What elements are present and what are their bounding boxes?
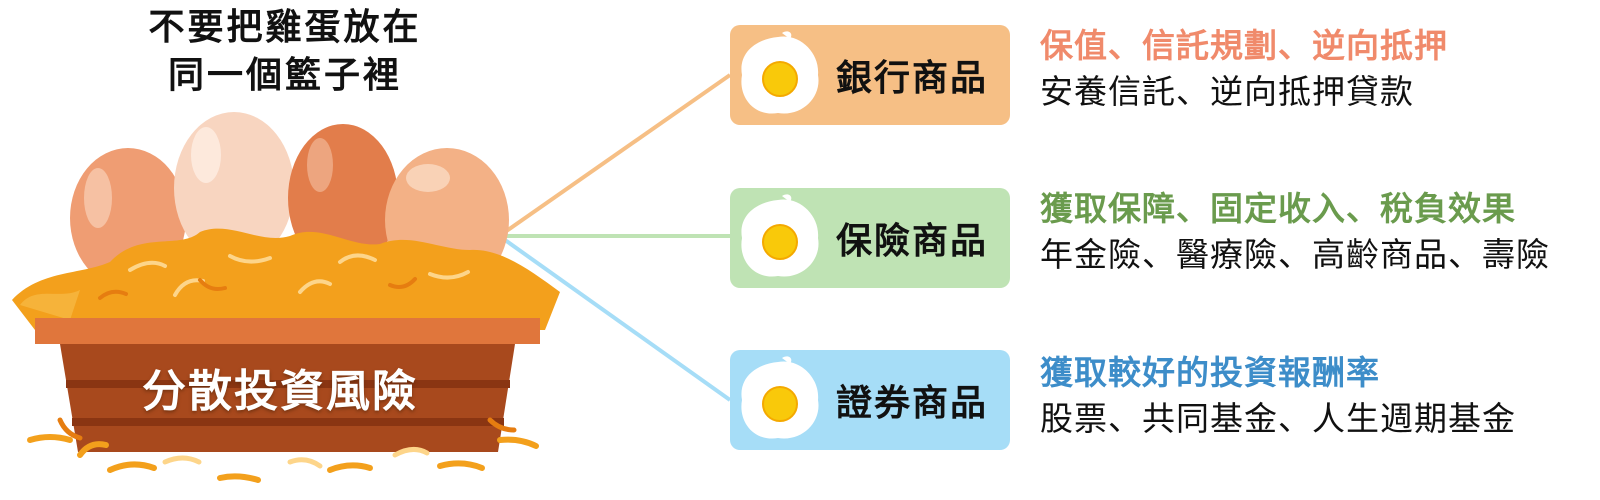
straw-filling-icon (12, 228, 560, 330)
basket-label: 分散投資風險 (142, 366, 418, 417)
benefit-text-insurance: 獲取保障、固定收入、稅負效果 (1040, 189, 1516, 228)
category-description-insurance: 獲取保障、固定收入、稅負效果 年金險、醫療險、高齡商品、壽險 (1040, 186, 1550, 278)
products-text-securities: 股票、共同基金、人生週期基金 (1040, 399, 1516, 438)
category-label-securities: 證券商品 (836, 383, 989, 424)
connector-line-bank (503, 73, 732, 234)
category-description-bank: 保值、信託規劃、逆向抵押 安養信託、逆向抵押貸款 (1040, 23, 1448, 115)
category-box-bank: 銀行商品 (730, 25, 1010, 125)
products-text-bank: 安養信託、逆向抵押貸款 (1040, 72, 1414, 111)
connector-line-securities (503, 238, 732, 402)
category-label-insurance: 保險商品 (836, 221, 989, 262)
title-line-2: 同一個籃子裡 (167, 55, 402, 96)
products-text-insurance: 年金險、醫療險、高齡商品、壽險 (1040, 235, 1550, 274)
benefit-text-bank: 保值、信託規劃、逆向抵押 (1040, 26, 1448, 65)
diagram-title: 不要把雞蛋放在 同一個籃子裡 (60, 4, 510, 100)
egg-2-icon (174, 112, 294, 264)
title-line-1: 不要把雞蛋放在 (148, 7, 422, 48)
category-box-insurance: 保險商品 (730, 188, 1010, 288)
fried-egg-icon (741, 31, 819, 114)
benefit-text-securities: 獲取較好的投資報酬率 (1040, 353, 1380, 392)
category-label-bank: 銀行商品 (836, 58, 989, 99)
fried-egg-icon (741, 194, 819, 277)
basket-icon (35, 318, 540, 452)
category-description-securities: 獲取較好的投資報酬率 股票、共同基金、人生週期基金 (1040, 350, 1516, 442)
category-box-securities: 證券商品 (730, 350, 1010, 450)
fried-egg-icon (741, 356, 819, 439)
